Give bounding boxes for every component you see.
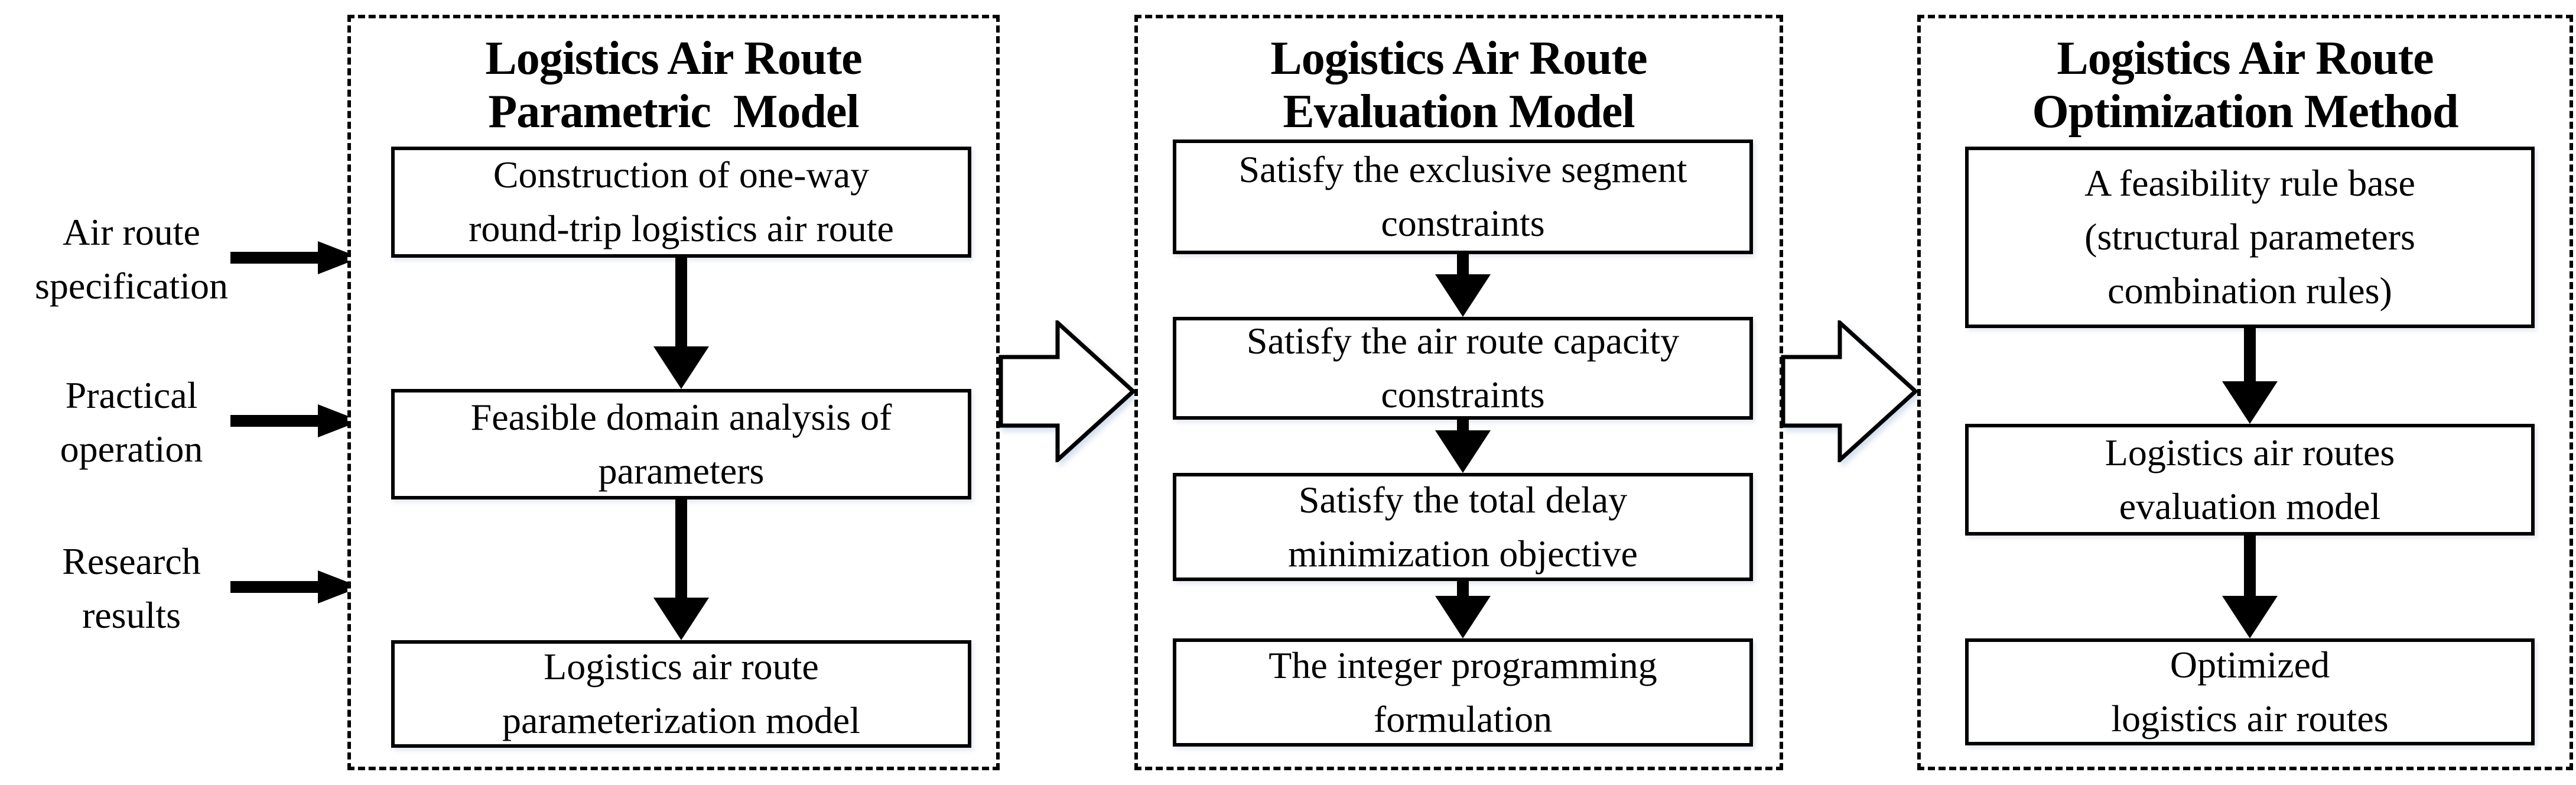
step-text: Satisfy the total delay minimization obj…	[1288, 478, 1638, 575]
arrow-down-icon	[1435, 420, 1491, 473]
step-box: Feasible domain analysis of parameters	[391, 389, 971, 499]
panel-title: Logistics Air Route Parametric Model	[485, 33, 862, 138]
panel-parametric-model: Logistics Air Route Parametric Model Con…	[347, 15, 1000, 770]
arrow-stem	[230, 415, 319, 427]
step-box: Logistics air routes evaluation model	[1965, 424, 2535, 536]
arrow-head	[1435, 274, 1491, 317]
step-box: Satisfy the exclusive segment constraint…	[1173, 140, 1753, 254]
step-text: The integer programming formulation	[1269, 644, 1657, 740]
step-box: The integer programming formulation	[1173, 638, 1753, 747]
step-box: A feasibility rule base (structural para…	[1965, 147, 2535, 328]
arrow-stem	[1457, 581, 1469, 596]
arrow-head	[653, 346, 709, 389]
arrow-down-icon	[1435, 254, 1491, 317]
input-label-research-results: Research results	[62, 540, 201, 636]
step-box: Construction of one-way round-trip logis…	[391, 147, 971, 258]
block-arrow-right-icon	[1781, 320, 1918, 462]
arrow-down-icon	[653, 258, 709, 389]
arrow-stem	[1457, 254, 1469, 274]
arrow-down-icon	[2222, 328, 2278, 424]
arrow-right-icon	[230, 241, 360, 274]
arrow-stem	[675, 258, 687, 346]
arrow-head	[2222, 381, 2278, 424]
step-text: Logistics air route parameterization mod…	[502, 645, 860, 741]
arrow-stem	[2244, 328, 2256, 381]
arrow-head	[2222, 596, 2278, 638]
arrow-head	[653, 598, 709, 640]
step-box: Optimized logistics air routes	[1965, 638, 2535, 745]
panel-optimization-method: Logistics Air Route Optimization Method …	[1917, 15, 2573, 770]
step-text: A feasibility rule base (structural para…	[2084, 162, 2415, 312]
arrow-stem	[675, 499, 687, 598]
step-text: Optimized logistics air routes	[2111, 643, 2389, 739]
arrow-down-icon	[2222, 536, 2278, 638]
arrow-right-icon	[230, 404, 360, 437]
arrow-head	[1435, 430, 1491, 473]
step-text: Satisfy the air route capacity constrain…	[1246, 320, 1680, 416]
arrow-stem	[230, 581, 319, 593]
step-text: Construction of one-way round-trip logis…	[469, 154, 894, 249]
panel-title: Logistics Air Route Evaluation Model	[1270, 33, 1647, 138]
step-text: Satisfy the exclusive segment constraint…	[1238, 148, 1687, 244]
step-text: Logistics air routes evaluation model	[2105, 431, 2395, 527]
step-text: Feasible domain analysis of parameters	[470, 395, 892, 492]
step-box: Satisfy the total delay minimization obj…	[1173, 473, 1753, 581]
arrow-head	[1435, 596, 1491, 638]
arrow-down-icon	[1435, 581, 1491, 638]
input-label-practical-operation: Practical operation	[60, 374, 203, 470]
step-box: Satisfy the air route capacity constrain…	[1173, 317, 1753, 420]
panel-evaluation-model: Logistics Air Route Evaluation Model Sat…	[1134, 15, 1783, 770]
block-arrow-right-icon	[998, 320, 1136, 462]
arrow-stem	[2244, 536, 2256, 596]
arrow-right-icon	[230, 570, 360, 604]
input-label-air-route-specification: Air route specification	[35, 211, 228, 307]
step-box: Logistics air route parameterization mod…	[391, 640, 971, 748]
arrow-down-icon	[653, 499, 709, 640]
panel-title: Logistics Air Route Optimization Method	[2032, 33, 2459, 138]
arrow-stem	[1457, 420, 1469, 430]
arrow-stem	[230, 252, 319, 264]
